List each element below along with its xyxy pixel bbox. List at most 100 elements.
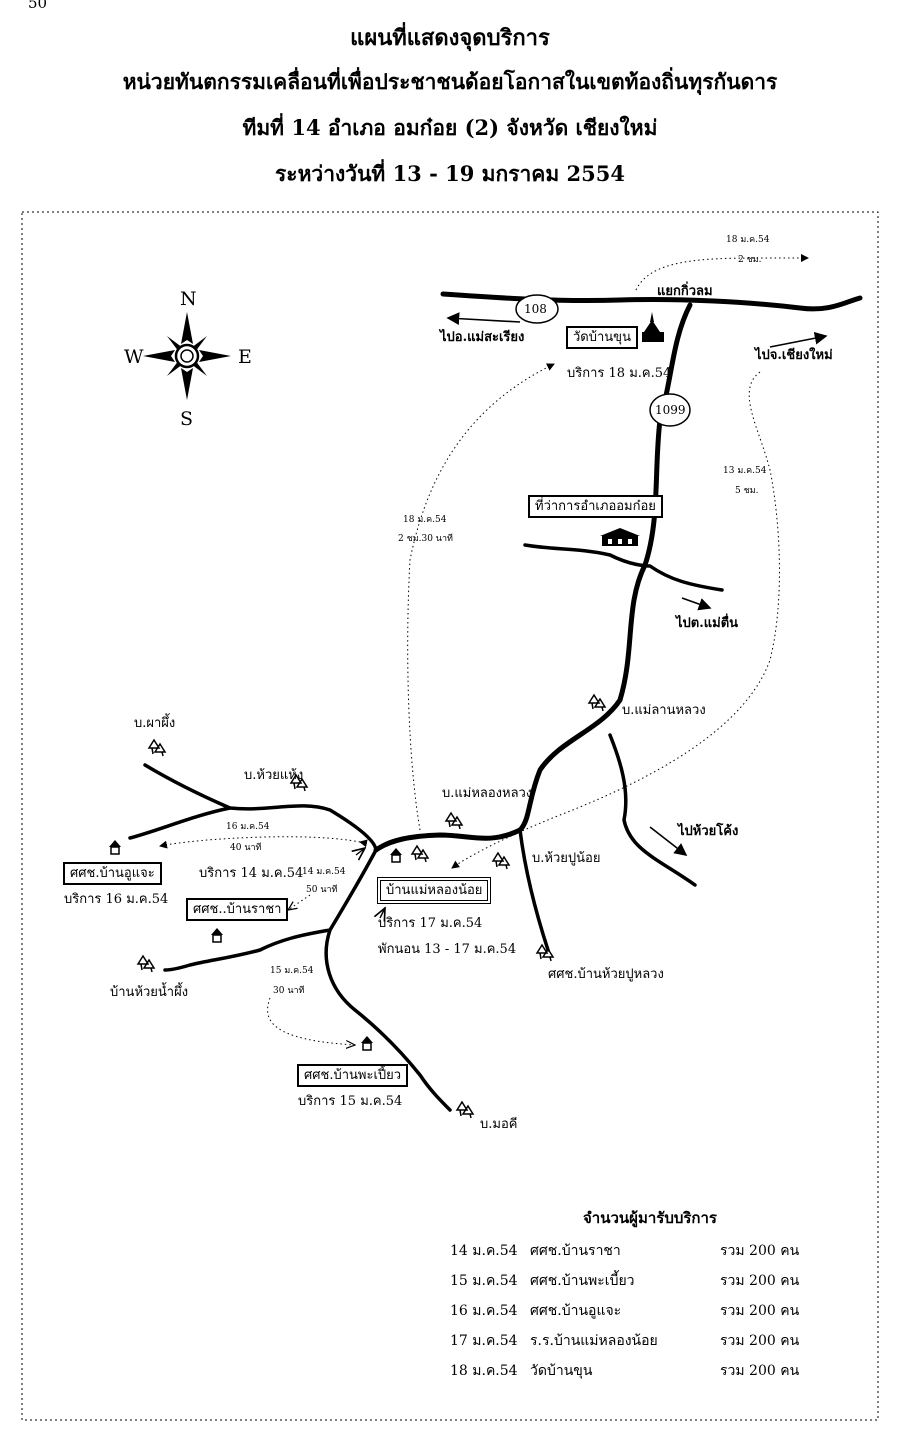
label-huai-nam-phueng: บ้านห้วยน้ำผึ้ง [110,985,189,1000]
village-icon-mae-long-luang [445,812,463,830]
box-school-racha: ศศช..บ้านราชา [186,898,289,921]
village-icon-mae-long-noi [411,845,429,863]
road-108 [440,291,863,312]
road-1099 [373,302,693,853]
service-summary: จำนวนผู้มารับบริการ 14 ม.ค.54 ศศช.บ้านรา… [450,1206,850,1386]
label-to-huai-khong: ไปห้วยโค้ง [678,824,739,839]
summary-date: 15 ม.ค.54 [450,1273,518,1289]
route-14-head [356,848,365,855]
trip-14-date: 14 ม.ค.54 [302,867,346,877]
trip-14-time: 50 นาที [306,885,338,895]
route-1099-label: 1099 [655,403,686,417]
label-wat-service: บริการ 18 ม.ค.54 [567,366,672,381]
label-mo-khi: บ.มอคี [480,1117,518,1132]
route-108-label: 108 [524,302,547,316]
school-icon-pha-pieo [360,1035,374,1051]
arrow-to-chiangmai [769,331,828,348]
summary-count: รวม 200 คน [720,1363,800,1379]
travel-routes [159,254,809,1045]
compass-west-arrow [143,350,175,362]
label-huai-pu-noi: บ.ห้วยปูน้อย [532,851,601,866]
compass-north-arrow [181,312,193,344]
compass-s: S [180,408,194,430]
label-yaek-kiulom: แยกกิ่วลม [657,284,713,299]
trip-15-time: 30 นาที [273,986,305,996]
village-icon-huai-pu-noi [492,852,510,870]
arrow-to-maetuen [681,597,712,611]
route-17-head [380,908,385,918]
route-18-kiulom [635,254,809,291]
route-108-shield [515,294,559,324]
road-mo-khi [324,928,452,1112]
road-racha [163,848,378,972]
summary-row: 14 ม.ค.54 ศศช.บ้านราชา รวม 200 คน [450,1236,850,1266]
summary-place: ศศช.บ้านพะเบี้ยว [530,1273,635,1289]
label-mae-long-luang: บ.แม่หลองหลวง [442,786,533,801]
team-line: ทีมที่ 14 อำเภอ อมก๋อย (2) จังหวัด เชียง… [242,115,658,140]
village-icon-mae-lan-luang [588,694,606,712]
trip-18-top-date: 18 ม.ค.54 [726,235,770,245]
map-border [21,211,879,1421]
road-u-jae [128,806,232,840]
road-huai-khong [608,733,697,887]
road-mae-tuen [523,543,724,592]
arrow-to-maesariang [446,312,521,326]
district-office-icon [600,528,640,546]
trip-18-top-time: 2 ชม. [738,255,762,265]
compass-diagonals [167,336,207,376]
compass-rose [143,312,231,400]
trip-15-date: 15 ม.ค.54 [270,966,314,976]
route-1099-shield [649,393,691,427]
label-mae-long-noi-service: บริการ 14 ม.ค.54 [199,866,304,881]
box-wat-ban-khun: วัดบ้านขุน [566,326,638,349]
page-number: 50 [28,0,48,12]
village-icon-huai-nam-phueng [137,955,155,973]
road-pha-phueng [143,763,378,852]
school-icon-racha [210,927,224,943]
trip-13-time: 5 ชม. [735,486,759,496]
summary-count: รวม 200 คน [720,1303,800,1319]
label-to-maesariang: ไปอ.แม่สะเรียง [440,330,525,345]
trip-18-mid-time: 2 ชม.30 นาที [398,534,453,544]
label-huai-haeng: บ.ห้วยแห้ง [244,768,304,783]
summary-row: 17 ม.ค.54 ร.ร.บ้านแม่หลองน้อย รวม 200 คน [450,1326,850,1356]
arrow-to-huai-khong [649,826,688,856]
summary-count: รวม 200 คน [720,1333,800,1349]
route-14 [288,894,311,910]
village-icon-huai-pu-luang [536,944,554,962]
summary-row: 16 ม.ค.54 ศศช.บ้านอูแจะ รวม 200 คน [450,1296,850,1326]
summary-count: รวม 200 คน [720,1273,800,1289]
route-16 [159,836,368,849]
label-mae-long-noi-stay: พักนอน 13 - 17 ม.ค.54 [378,942,517,957]
summary-place: ศศช.บ้านอูแจะ [530,1303,622,1319]
label-u-jae-service: บริการ 16 ม.ค.54 [64,892,169,907]
summary-date: 18 ม.ค.54 [450,1363,518,1379]
label-to-maetuen: ไปต.แม่ตื่น [676,616,739,631]
box-school-pha-pieo: ศศช.บ้านพะเปี้ยว [297,1064,409,1087]
compass-n: N [180,288,197,310]
label-pha-pieo-service: บริการ 15 ม.ค.54 [298,1094,403,1109]
label-to-chiangmai: ไปจ.เชียงใหม่ [755,348,833,363]
trip-13-date: 13 ม.ค.54 [723,466,767,476]
road-huai-pu-luang [518,828,550,952]
route-15 [267,997,355,1045]
label-mae-long-noi-service: บริการ 17 ม.ค.54 [378,916,483,931]
trip-16-date: 16 ม.ค.54 [226,822,270,832]
trip-18-mid-date: 18 ม.ค.54 [403,515,447,525]
route-18-wat [407,363,555,831]
summary-date: 17 ม.ค.54 [450,1333,518,1349]
village-icon-pha-phueng [148,739,166,757]
map-title: แผนที่แสดงจุดบริการ [350,25,550,51]
school-icon-mae-long-noi [389,847,403,863]
label-mae-lan-luang: บ.แม่ลานหลวง [622,703,706,718]
date-range-line: ระหว่างวันที่ 13 - 19 มกราคม 2554 [275,161,625,186]
summary-heading: จำนวนผู้มารับบริการ [583,1209,717,1227]
summary-row: 15 ม.ค.54 ศศช.บ้านพะเบี้ยว รวม 200 คน [450,1266,850,1296]
label-pha-phueng: บ.ผาผึ้ง [134,716,176,731]
map-subtitle: หน่วยทันตกรรมเคลื่อนที่เพื่อประชาชนด้อยโ… [122,69,778,94]
compass-inner-ring [180,349,194,363]
box-district-office: ที่ว่าการอำเภออมก๋อย [528,495,663,518]
secondary-roads [128,543,724,1112]
summary-date: 16 ม.ค.54 [450,1303,518,1319]
compass-e: E [238,346,252,368]
